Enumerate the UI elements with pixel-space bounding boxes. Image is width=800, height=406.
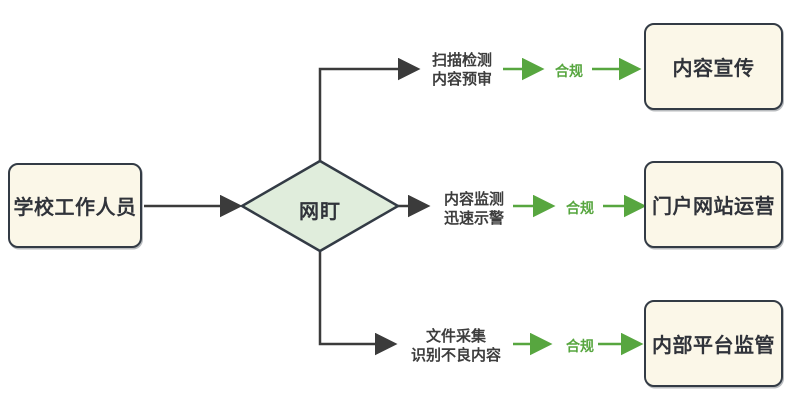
node-portal-website-operation-label: 门户网站运营: [652, 196, 775, 218]
node-content-promotion: 内容宣传: [644, 23, 783, 110]
connector-decision-to-step-0: [318, 57, 421, 161]
node-decision-label: 网盯: [299, 201, 341, 223]
branch-2-verdict-label: 合规: [566, 338, 594, 354]
decision-diamond-shape: [239, 159, 401, 253]
node-portal-website-operation: 门户网站运营: [644, 161, 783, 248]
branch-2-steps-label: 文件采集 识别不良内容: [410, 328, 501, 364]
branch-0-steps-label: 扫描检测 内容预审: [431, 52, 492, 88]
node-school-staff: 学校工作人员: [8, 163, 142, 248]
node-content-promotion-label: 内容宣传: [672, 58, 755, 80]
node-internal-platform-supervision: 内部平台监管: [644, 300, 783, 387]
node-school-staff-label: 学校工作人员: [13, 197, 137, 219]
branch-0-verdict-label: 合规: [555, 63, 583, 79]
branch-1-verdict-label: 合规: [566, 200, 594, 216]
branch-1-steps-label: 内容监测 迅速示警: [443, 191, 504, 227]
node-internal-platform-supervision-label: 内部平台监管: [652, 335, 775, 357]
connector-decision-to-step-2: [318, 251, 398, 356]
